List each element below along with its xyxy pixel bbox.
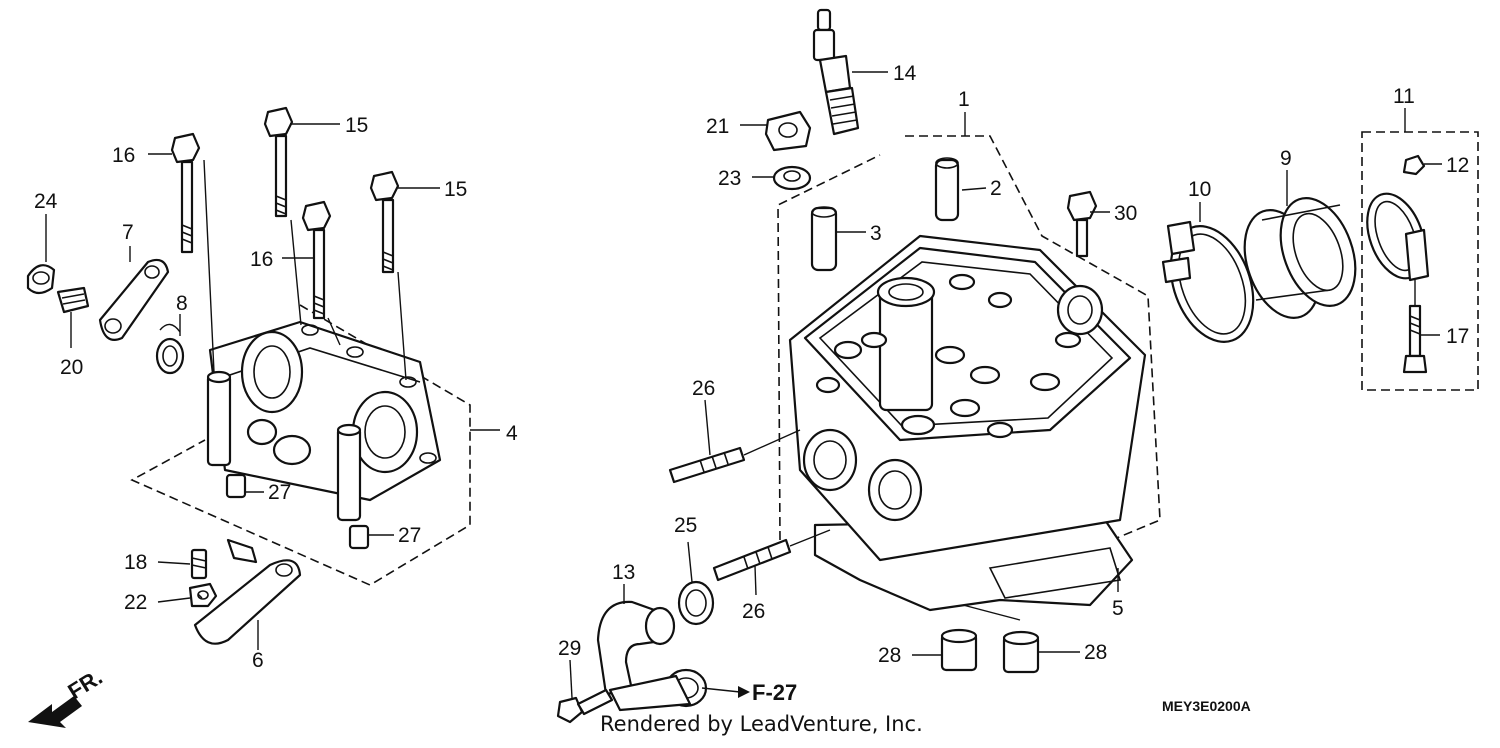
- callout-2: 2: [990, 177, 1002, 200]
- bolt-18: [190, 548, 208, 580]
- callout-27-a: 27: [268, 481, 291, 504]
- bolt-29: [556, 688, 614, 724]
- callout-8: 8: [176, 292, 188, 315]
- bolt-16-mid: [301, 200, 332, 320]
- callout-24: 24: [34, 190, 58, 213]
- diagram-code: MEY3E0200A: [1162, 698, 1251, 714]
- callout-15-top: 15: [345, 114, 368, 137]
- dowel-28-a: [940, 628, 978, 672]
- callout-13: 13: [612, 561, 635, 584]
- front-direction-arrow: FR.: [28, 664, 107, 728]
- nut-12: [1402, 154, 1426, 176]
- nut-24: [26, 264, 56, 295]
- callout-16-mid: 16: [250, 248, 273, 271]
- bolt-16-left: [170, 132, 201, 254]
- callout-11: 11: [1393, 85, 1415, 108]
- callout-28-b: 28: [1084, 641, 1107, 664]
- nut-22: [188, 582, 218, 608]
- callout-20: 20: [60, 356, 83, 379]
- spring-8: [155, 323, 185, 375]
- callout-4: 4: [506, 422, 518, 445]
- callout-26-upper: 26: [692, 377, 715, 400]
- direction-label: FR.: [63, 664, 106, 704]
- callout-15-right: 15: [444, 178, 467, 201]
- valve-guide-3: [810, 206, 838, 272]
- bolt-30: [1066, 190, 1098, 258]
- callout-5: 5: [1112, 597, 1124, 620]
- cam-holder-assembly: [130, 304, 471, 586]
- stud-26-lower: [712, 538, 792, 582]
- reference-label: F-27: [752, 680, 797, 705]
- bolt-15-right: [369, 170, 400, 274]
- callout-6: 6: [252, 649, 264, 672]
- cylinder-head-assembly: [777, 135, 1161, 612]
- callout-1: 1: [958, 88, 970, 111]
- rocker-arm-7: [98, 258, 170, 341]
- bolt-20: [56, 286, 90, 314]
- credit-text: Rendered by LeadVenture, Inc.: [600, 712, 923, 736]
- callout-30: 30: [1114, 202, 1137, 225]
- clamp-band-10: [1161, 220, 1255, 343]
- callout-27-b: 27: [398, 524, 421, 547]
- water-elbow-13: [596, 600, 708, 712]
- callout-29: 29: [558, 637, 581, 660]
- o-ring-25: [677, 580, 715, 626]
- callout-3: 3: [870, 222, 882, 245]
- callout-22: 22: [124, 591, 147, 614]
- callout-21: 21: [706, 115, 729, 138]
- stud-26-upper: [668, 446, 746, 484]
- nut-21: [764, 110, 812, 152]
- callout-18: 18: [124, 551, 147, 574]
- callout-14: 14: [893, 62, 917, 85]
- valve-guide-2: [934, 157, 960, 222]
- callout-28-a: 28: [878, 644, 901, 667]
- dowel-27-b: [348, 524, 370, 550]
- insulator-9: [1243, 197, 1357, 319]
- callout-10: 10: [1188, 178, 1211, 201]
- callout-16-left: 16: [112, 144, 135, 167]
- callout-25: 25: [674, 514, 697, 537]
- spark-plug-14: [812, 8, 860, 136]
- callout-12: 12: [1446, 154, 1469, 177]
- callout-17: 17: [1446, 325, 1469, 348]
- dowel-28-b: [1002, 630, 1040, 674]
- callout-26-lower: 26: [742, 600, 765, 623]
- callout-7: 7: [122, 221, 134, 244]
- clamp-band-11: [1361, 131, 1479, 391]
- arm-6: [193, 538, 302, 645]
- callout-23: 23: [718, 167, 741, 190]
- dowel-27-a: [225, 473, 247, 499]
- bolt-17: [1402, 304, 1428, 374]
- callout-9: 9: [1280, 147, 1292, 170]
- bolt-15-top: [263, 106, 294, 218]
- washer-23: [772, 165, 812, 191]
